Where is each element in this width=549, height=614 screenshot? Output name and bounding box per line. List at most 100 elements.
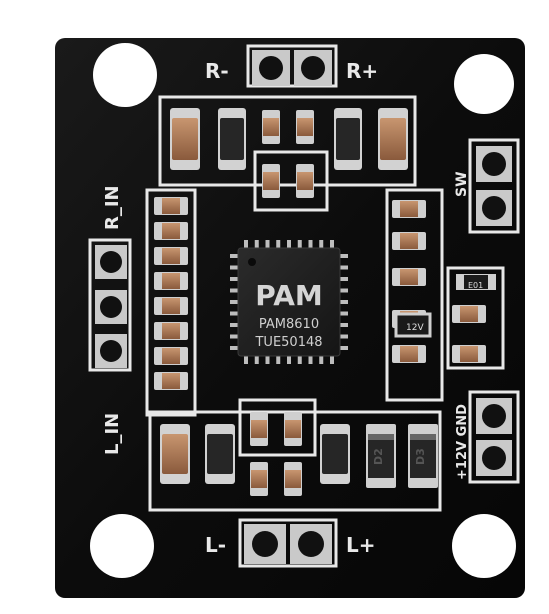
smd-capacitor bbox=[296, 164, 314, 198]
smd-capacitor bbox=[284, 462, 302, 496]
chip-pin bbox=[339, 334, 348, 339]
chip-model: PAM8610 bbox=[259, 317, 319, 332]
capacitor-large bbox=[378, 108, 408, 170]
chip-pin bbox=[244, 240, 248, 249]
label-small-mark: E01 bbox=[468, 281, 483, 290]
chip-pin bbox=[339, 288, 348, 293]
smd-resistor bbox=[456, 274, 496, 290]
pad-gnd-in bbox=[95, 290, 127, 324]
smd-components bbox=[154, 108, 496, 496]
header-pads bbox=[95, 50, 512, 564]
chip-pin bbox=[265, 240, 270, 249]
smd-capacitor bbox=[154, 197, 188, 215]
pad-gnd bbox=[476, 440, 512, 476]
chip-pin bbox=[230, 334, 239, 339]
label-l-plus: L+ bbox=[346, 533, 376, 557]
chip-pin bbox=[230, 277, 239, 281]
chip-pin bbox=[254, 240, 259, 249]
chip-pin bbox=[230, 288, 239, 293]
chip-pin bbox=[339, 277, 348, 281]
silkscreen-outlines bbox=[88, 44, 520, 568]
chip-pin bbox=[319, 355, 324, 364]
smd-diode bbox=[366, 424, 396, 488]
chip-pin bbox=[230, 346, 239, 350]
inductor bbox=[334, 108, 362, 170]
mounting-hole-bottom-right bbox=[452, 514, 516, 578]
mounting-hole-top-left bbox=[93, 43, 157, 107]
label-r-minus: R- bbox=[205, 59, 229, 83]
chip-pin bbox=[330, 355, 334, 364]
smd-capacitor bbox=[392, 268, 426, 286]
chip-pin bbox=[339, 265, 348, 270]
chip-logo: PAM bbox=[255, 279, 322, 312]
mounting-hole-top-right bbox=[454, 54, 514, 114]
chip-pin bbox=[339, 254, 348, 258]
smd-capacitor bbox=[392, 232, 426, 250]
chip-pin bbox=[230, 311, 239, 316]
smd-regulator bbox=[394, 312, 432, 338]
smd-capacitor bbox=[296, 110, 314, 144]
label-d3: D3 bbox=[414, 448, 427, 465]
inductor bbox=[205, 424, 235, 484]
smd-capacitor bbox=[452, 305, 486, 323]
chip-pin bbox=[230, 265, 239, 270]
label-ic-mark: 12V bbox=[406, 323, 424, 333]
smd-capacitor bbox=[262, 110, 280, 144]
chip-pin bbox=[287, 240, 291, 249]
label-d2: D2 bbox=[372, 448, 385, 465]
chip-pin bbox=[297, 355, 302, 364]
chip-pin bbox=[308, 240, 313, 249]
smd-capacitor bbox=[262, 164, 280, 198]
pad-l-minus bbox=[244, 524, 286, 564]
smd-capacitor bbox=[154, 347, 188, 365]
pad-12v bbox=[476, 398, 512, 434]
label-power: +12V GND bbox=[455, 404, 470, 480]
chip-pin bbox=[230, 254, 239, 258]
label-l-minus: L- bbox=[205, 533, 226, 557]
chip-pin bbox=[265, 355, 270, 364]
smd-capacitor bbox=[154, 272, 188, 290]
smd-capacitor bbox=[154, 222, 188, 240]
smd-capacitor bbox=[154, 247, 188, 265]
pad-r-plus bbox=[294, 50, 332, 86]
label-r-plus: R+ bbox=[346, 59, 378, 83]
chip-pin bbox=[254, 355, 259, 364]
smd-capacitor bbox=[250, 462, 268, 496]
chip-pin bbox=[230, 300, 239, 304]
mounting-hole-bottom-left bbox=[90, 514, 154, 578]
mounting-holes bbox=[90, 43, 516, 578]
pad-l-in bbox=[95, 334, 127, 368]
capacitor-large bbox=[170, 108, 200, 170]
smd-capacitor bbox=[392, 345, 426, 363]
label-l-in: L_IN bbox=[102, 413, 123, 455]
chip-pin bbox=[319, 240, 324, 249]
chip-pin bbox=[230, 323, 239, 327]
label-r-in: R_IN bbox=[102, 185, 123, 230]
pad-r-minus bbox=[252, 50, 290, 86]
chip-pin bbox=[339, 311, 348, 316]
chip-pin bbox=[276, 240, 281, 249]
inductor bbox=[320, 424, 350, 484]
pad-sw-1 bbox=[476, 146, 512, 182]
smd-capacitor bbox=[284, 412, 302, 446]
chip-pin bbox=[339, 323, 348, 327]
capacitor-large bbox=[160, 424, 190, 484]
smd-capacitor bbox=[392, 200, 426, 218]
chip-pin bbox=[287, 355, 291, 364]
smd-capacitor bbox=[250, 412, 268, 446]
chip-pin bbox=[297, 240, 302, 249]
pad-l-plus bbox=[290, 524, 332, 564]
chip-pin bbox=[276, 355, 281, 364]
chip-pin bbox=[244, 355, 248, 364]
chip-pin bbox=[308, 355, 313, 364]
chip-pin bbox=[339, 346, 348, 350]
pad-sw-2 bbox=[476, 190, 512, 226]
silkscreen-labels: R- R+ L- L+ R_IN L_IN SW +12V GND D2 D3 … bbox=[102, 59, 483, 557]
smd-capacitor bbox=[154, 297, 188, 315]
smd-capacitor bbox=[452, 345, 486, 363]
label-sw: SW bbox=[454, 171, 470, 197]
smd-diode bbox=[408, 424, 438, 488]
inductor bbox=[218, 108, 246, 170]
